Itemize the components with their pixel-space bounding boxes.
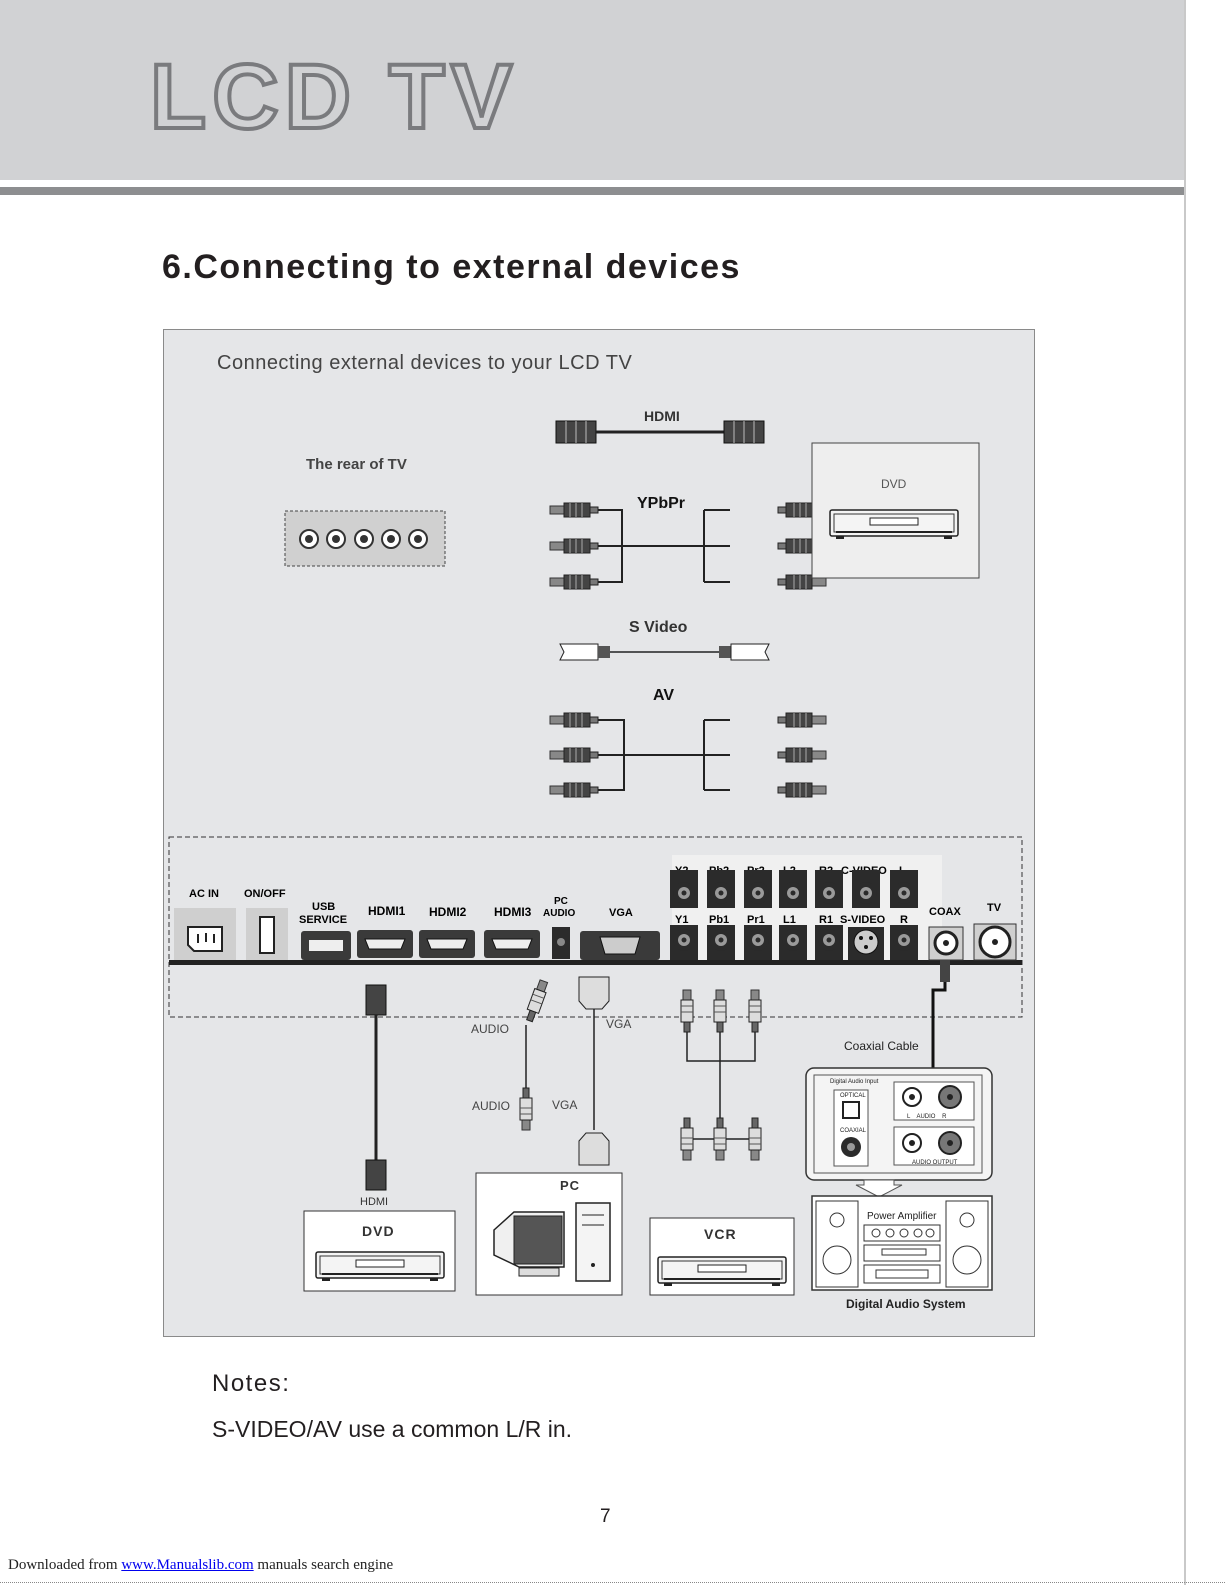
pc-audio-cable xyxy=(519,978,550,1131)
vcr-device xyxy=(649,1217,795,1296)
usb-port xyxy=(301,931,351,960)
dvd-player-bottom xyxy=(303,1210,456,1292)
svideo-port-label: S-VIDEO xyxy=(840,914,886,926)
dvd-top-label: DVD xyxy=(881,477,907,491)
page-number: 7 xyxy=(600,1506,611,1527)
hdmi3-port xyxy=(483,929,541,959)
diagram-subtitle: Connecting external devices to your LCD … xyxy=(217,352,632,374)
hdmi-lower-label: HDMI xyxy=(360,1196,388,1208)
hdmi2-label: HDMI2 xyxy=(429,905,467,919)
digital-audio-system-label: Digital Audio System xyxy=(846,1297,966,1311)
dvd-bottom-label: DVD xyxy=(362,1223,395,1239)
ac-in-port xyxy=(174,908,236,960)
vga-bottom-label: VGA xyxy=(552,1098,577,1112)
manualslib-link[interactable]: www.Manualslib.com xyxy=(121,1557,254,1573)
optical-label: OPTICAL xyxy=(840,1093,866,1099)
r1-label: R1 xyxy=(819,914,833,926)
pc-audio-port xyxy=(552,927,570,959)
footer: Downloaded from www.Manualslib.com manua… xyxy=(8,1557,393,1574)
pr1-label: Pr1 xyxy=(747,914,765,926)
usb-label-1: USB xyxy=(312,901,335,913)
header-band xyxy=(0,0,1186,180)
hdmi1-label: HDMI1 xyxy=(368,904,406,918)
power-switch xyxy=(246,908,288,960)
vga-port xyxy=(580,931,660,960)
component-av-ports xyxy=(670,870,918,960)
audio-lr-label: L AUDIO R xyxy=(907,1114,947,1120)
audio-output-label: AUDIO OUTPUT xyxy=(912,1160,958,1166)
svideo-cable-label: S Video xyxy=(629,619,688,636)
pb1-label: Pb1 xyxy=(709,914,729,926)
header-rule xyxy=(0,187,1186,195)
hdmi1-port xyxy=(356,929,414,959)
hdmi2-port xyxy=(418,929,476,959)
coaxial-label: COAXIAL xyxy=(840,1128,867,1134)
footer-prefix: Downloaded from xyxy=(8,1557,122,1573)
page-title: 6.Connecting to external devices xyxy=(162,248,741,286)
l1-label: L1 xyxy=(783,914,796,926)
brand-text: LCD TV xyxy=(150,52,518,142)
hdmi-cable-label: HDMI xyxy=(644,408,680,424)
diagram-canvas: Connecting external devices to your LCD … xyxy=(168,352,1023,1311)
digital-audio-input-panel xyxy=(805,1067,993,1198)
notes-heading: Notes: xyxy=(212,1370,291,1397)
pc-audio-label-2: AUDIO xyxy=(543,908,575,919)
pc-audio-label-1: PC xyxy=(554,896,568,907)
av-cable-label: AV xyxy=(653,687,674,704)
port-strip-frame xyxy=(168,836,1023,1018)
ypbpr-cable-label: YPbPr xyxy=(637,495,685,512)
audio-bottom-label: AUDIO xyxy=(472,1099,510,1113)
digital-audio-system xyxy=(811,1195,993,1291)
pc-device xyxy=(475,1172,623,1296)
tv-antenna-port xyxy=(973,923,1017,961)
brand-logo: LCD TV xyxy=(150,52,518,142)
vga-cable xyxy=(578,976,610,1166)
ypbpr-cable xyxy=(549,502,827,590)
connection-diagram: Connecting external devices to your LCD … xyxy=(163,329,1035,1337)
audio-top-label: AUDIO xyxy=(471,1022,509,1036)
av-lower-cable xyxy=(680,989,762,1161)
page-edge xyxy=(1184,0,1186,1585)
svideo-cable xyxy=(559,643,770,661)
notes-text: S-VIDEO/AV use a common L/R in. xyxy=(212,1416,573,1442)
coax-cable-label: Coaxial Cable xyxy=(844,1039,919,1053)
usb-label-2: SERVICE xyxy=(299,914,347,926)
coax-label: COAX xyxy=(929,906,961,918)
hdmi-cable xyxy=(555,420,765,444)
av-cable xyxy=(549,712,827,798)
hdmi-lower-cable xyxy=(365,984,387,1191)
ac-in-label: AC IN xyxy=(189,888,219,900)
hdmi3-label: HDMI3 xyxy=(494,905,532,919)
coax-port xyxy=(928,926,964,961)
dvd-player-top xyxy=(811,442,980,579)
footer-suffix: manuals search engine xyxy=(253,1557,394,1573)
pc-label: PC xyxy=(560,1178,580,1193)
tv-label: TV xyxy=(987,902,1002,914)
vcr-label: VCR xyxy=(704,1226,737,1242)
vga-port-label: VGA xyxy=(609,907,633,919)
power-amplifier-label: Power Amplifier xyxy=(867,1211,937,1222)
y1-label: Y1 xyxy=(675,914,688,926)
rear-jack-panel xyxy=(284,510,446,567)
rear-label: The rear of TV xyxy=(306,456,407,473)
vga-top-label: VGA xyxy=(606,1017,631,1031)
r-bottom-label: R xyxy=(900,914,908,926)
footer-divider xyxy=(0,1582,1225,1583)
digital-audio-input-label: Digital Audio Input xyxy=(830,1079,879,1085)
on-off-label: ON/OFF xyxy=(244,888,286,900)
